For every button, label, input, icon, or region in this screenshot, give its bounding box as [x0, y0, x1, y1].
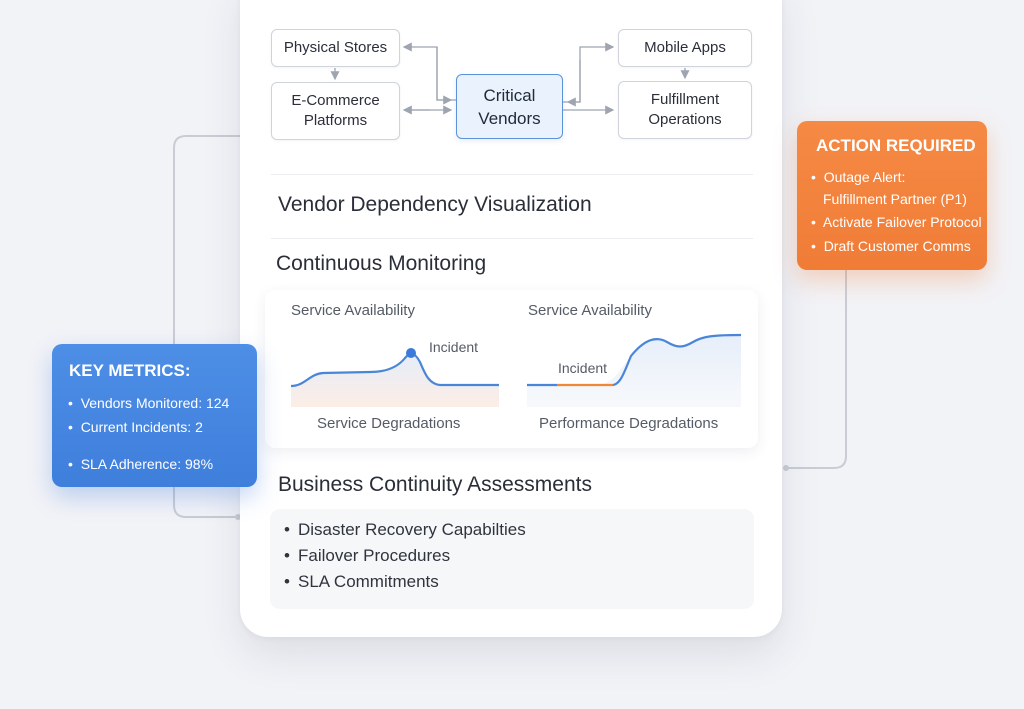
right-chart-caption: Performance Degradations	[539, 415, 719, 432]
node-label: Fulfillment Operations	[648, 91, 722, 128]
left-series-line	[290, 352, 499, 388]
list-item-label: Disaster Recovery Capabilties	[298, 520, 526, 539]
divider	[271, 238, 753, 239]
action-required-title: ACTION REQUIRED	[816, 136, 976, 155]
node-label: Critical Vendors	[478, 85, 541, 128]
metric-text: Current Incidents: 2	[80, 419, 203, 435]
list-item-label: SLA Commitments	[298, 572, 439, 591]
key-metrics-title: KEY METRICS:	[69, 361, 191, 380]
metric-text: Vendors Monitored: 124	[80, 395, 230, 411]
left-chart-caption: Service Degradations	[317, 415, 461, 432]
key-metrics-callout: KEY METRICS: • Vendors Monitored: 124 • …	[52, 344, 257, 487]
node-label: Mobile Apps	[644, 39, 726, 56]
node-physical-stores[interactable]: Physical Stores	[271, 29, 400, 67]
right-series-line	[612, 333, 742, 387]
bullet-icon: •	[284, 572, 290, 591]
left-area	[291, 353, 499, 407]
bullet-icon: •	[284, 520, 290, 539]
action-text: Fulfillment Partner (P1)	[823, 191, 967, 207]
node-fulfillment-operations[interactable]: Fulfillment Operations	[618, 81, 752, 139]
assessments-title: Business Continuity Assessments	[278, 473, 592, 496]
bullet-icon: •	[284, 546, 290, 565]
node-critical-vendors[interactable]: Critical Vendors	[456, 74, 563, 139]
action-line: • Draft Customer Comms	[811, 238, 971, 254]
node-label: Physical Stores	[283, 39, 388, 56]
right-area	[527, 335, 741, 407]
metric-line: • SLA Adherence: 98%	[68, 456, 214, 472]
node-mobile-apps[interactable]: Mobile Apps	[618, 29, 752, 67]
assessments-list: • Disaster Recovery Capabilties • Failover…	[270, 509, 754, 609]
divider	[271, 174, 753, 175]
node-label: E-Commerce Platforms	[291, 92, 380, 129]
metric-line: • Current Incidents: 2	[68, 419, 203, 435]
list-item-label: Failover Procedures	[298, 546, 451, 565]
action-line: Fulfillment Partner (P1)	[823, 191, 967, 207]
list-item: • Disaster Recovery Capabilties	[284, 520, 526, 540]
left-incident-label: Incident	[429, 339, 479, 355]
list-item: • SLA Commitments	[284, 572, 439, 592]
action-text: Outage Alert:	[823, 169, 906, 185]
sparkline-svg	[290, 333, 742, 407]
right-incident-label: Incident	[558, 360, 608, 376]
metric-text: SLA Adherence: 98%	[80, 456, 214, 472]
action-line: • Outage Alert:	[811, 169, 906, 185]
action-text: Activate Failover Protocol	[822, 214, 982, 230]
incident-marker[interactable]	[406, 348, 416, 358]
action-text: Draft Customer Comms	[823, 238, 971, 254]
visualization-title: Vendor Dependency Visualization	[278, 193, 592, 216]
node-ecommerce-platforms[interactable]: E-Commerce Platforms	[271, 82, 400, 140]
list-item: • Failover Procedures	[284, 546, 450, 566]
metric-line: • Vendors Monitored: 124	[68, 395, 230, 411]
action-required-callout: ACTION REQUIRED • Outage Alert: Fulfillm…	[797, 121, 987, 270]
left-chart-title: Service Availability	[291, 302, 415, 319]
monitoring-title: Continuous Monitoring	[276, 252, 487, 275]
action-line: • Activate Failover Protocol	[811, 214, 982, 230]
right-chart-title: Service Availability	[528, 302, 652, 319]
monitoring-charts: Service Availability Incident Service De…	[265, 290, 758, 448]
